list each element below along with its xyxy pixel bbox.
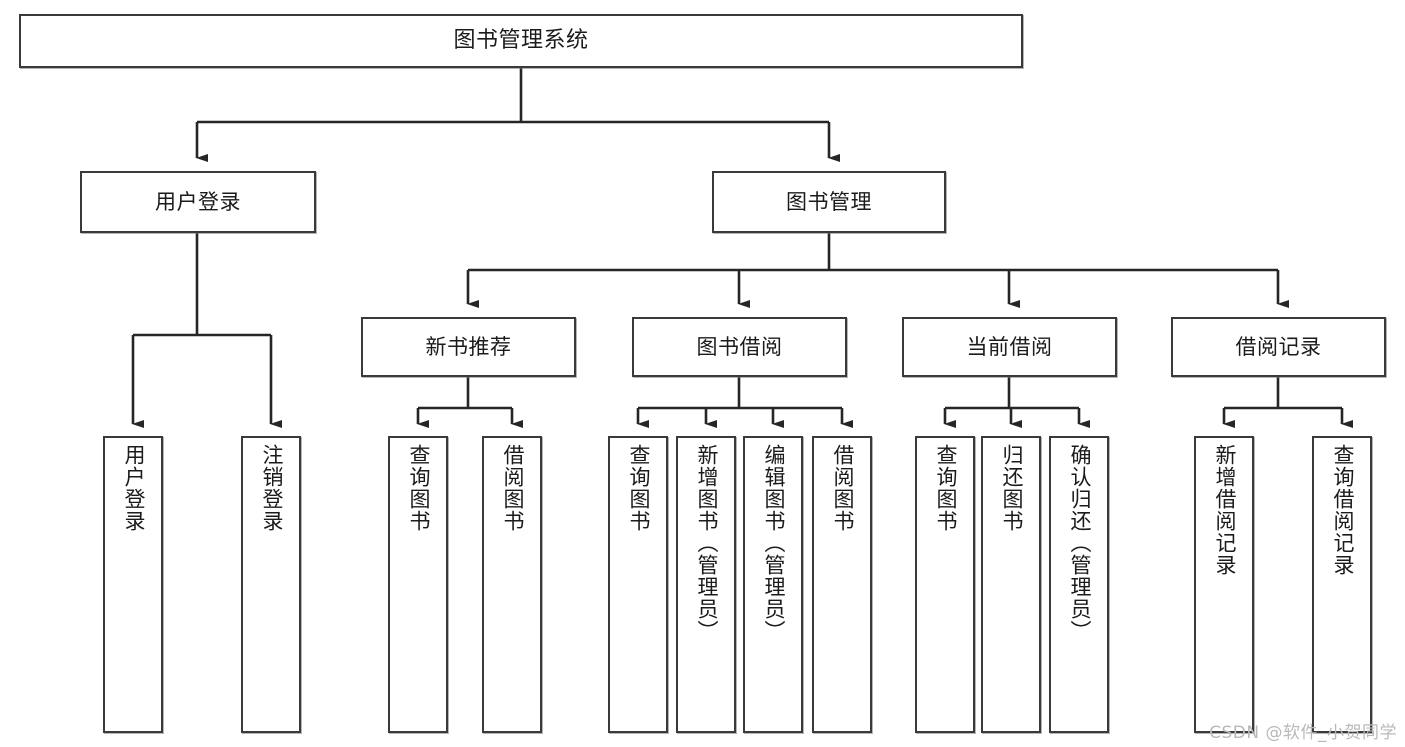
leaf-current-confirm-return-admin[interactable]: 确认归还（管理员） — [1049, 436, 1109, 733]
leaf-borrow-query-book[interactable]: 查询图书 — [608, 436, 668, 733]
leaf-record-query-borrow-record[interactable]: 查询借阅记录 — [1312, 436, 1372, 733]
node-label: 新增借阅记录 — [1212, 444, 1237, 576]
csdn-watermark: CSDN @软件_小贺同学 — [1209, 723, 1397, 743]
leaf-borrow-add-book-admin[interactable]: 新增图书（管理员） — [676, 436, 736, 733]
leaf-user-login[interactable]: 用户登录 — [103, 436, 163, 733]
leaf-current-return-book[interactable]: 归还图书 — [981, 436, 1041, 733]
node-label: 新增图书（管理员） — [694, 444, 719, 642]
node-book-manage[interactable]: 图书管理 — [712, 171, 946, 233]
node-label: 查询借阅记录 — [1330, 444, 1355, 576]
node-label: 图书管理 — [786, 189, 872, 214]
node-label: 当前借阅 — [966, 334, 1053, 359]
node-label: 查询图书 — [406, 444, 431, 532]
node-label: 借阅图书 — [500, 444, 525, 532]
node-label: 图书借阅 — [696, 334, 783, 359]
node-root-system[interactable]: 图书管理系统 — [19, 14, 1023, 68]
node-label: 确认归还（管理员） — [1067, 444, 1092, 642]
node-label: 用户登录 — [155, 189, 241, 214]
leaf-current-query-book[interactable]: 查询图书 — [915, 436, 975, 733]
leaf-borrow-borrow-book[interactable]: 借阅图书 — [812, 436, 872, 733]
node-label: 归还图书 — [999, 444, 1024, 532]
leaf-recommend-query-book[interactable]: 查询图书 — [388, 436, 448, 733]
node-label: 查询图书 — [626, 444, 651, 532]
node-label: 借阅记录 — [1235, 334, 1322, 359]
node-book-borrow[interactable]: 图书借阅 — [632, 317, 847, 377]
node-borrow-record[interactable]: 借阅记录 — [1171, 317, 1386, 377]
leaf-borrow-edit-book-admin[interactable]: 编辑图书（管理员） — [743, 436, 803, 733]
node-label: 查询图书 — [933, 444, 958, 532]
node-label: 用户登录 — [121, 444, 146, 532]
node-new-book-recommend[interactable]: 新书推荐 — [361, 317, 576, 377]
node-label: 新书推荐 — [425, 334, 512, 359]
node-label: 编辑图书（管理员） — [761, 444, 786, 642]
node-label: 图书管理系统 — [453, 28, 589, 54]
leaf-record-add-borrow-record[interactable]: 新增借阅记录 — [1194, 436, 1254, 733]
node-label: 注销登录 — [259, 444, 284, 532]
node-label: 借阅图书 — [830, 444, 855, 532]
leaf-recommend-borrow-book[interactable]: 借阅图书 — [482, 436, 542, 733]
leaf-logout-login[interactable]: 注销登录 — [241, 436, 301, 733]
node-current-borrow[interactable]: 当前借阅 — [902, 317, 1117, 377]
node-user-login[interactable]: 用户登录 — [80, 171, 316, 233]
